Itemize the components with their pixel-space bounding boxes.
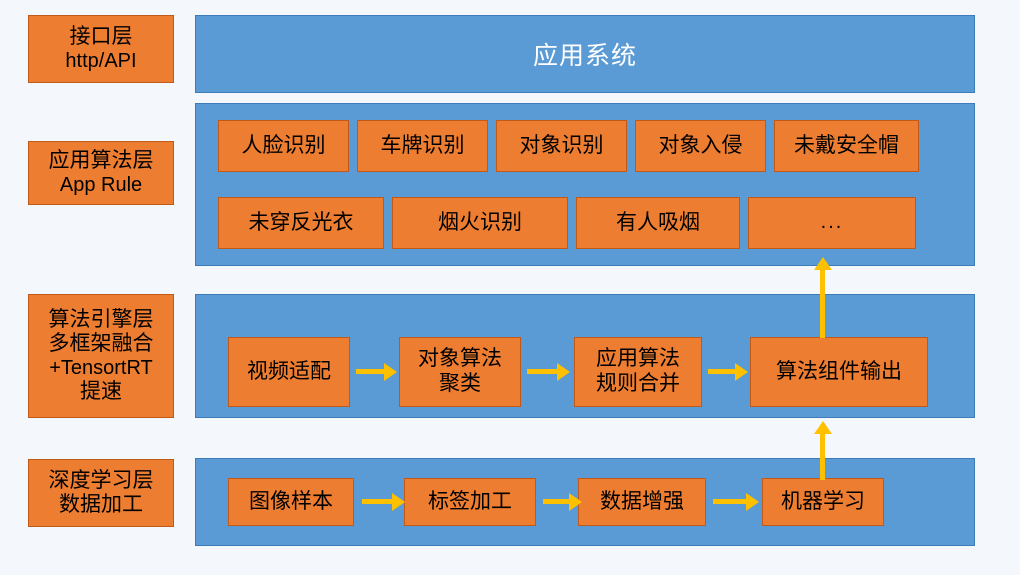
- rule-box-plate-recognition[interactable]: 车牌识别: [357, 120, 488, 172]
- rule-box-no-reflective-vest-label: 未穿反光衣: [248, 210, 354, 234]
- layer-label-app-rule-line2: App Rule: [59, 173, 143, 196]
- arrow-deep-3-shaft: [713, 499, 748, 504]
- deep-box-image-samples[interactable]: 图像样本: [228, 478, 354, 526]
- arrow-engine-3-head: [735, 363, 748, 381]
- engine-box-object-algorithm-clustering[interactable]: 对象算法 聚类: [399, 337, 521, 407]
- layer-label-engine: 算法引擎层 多框架融合 +TensortRT 提速: [28, 294, 174, 418]
- layer-label-deep-learning-line1: 深度学习层: [48, 468, 154, 492]
- rule-box-object-intrusion-label: 对象入侵: [658, 133, 743, 157]
- arrow-engine-2-head: [557, 363, 570, 381]
- arrow-output-to-app-rule-shaft: [820, 268, 825, 338]
- rule-box-no-helmet-label: 未戴安全帽: [794, 133, 899, 157]
- deep-box-label-processing[interactable]: 标签加工: [404, 478, 536, 526]
- layer-label-app-rule-line1: 应用算法层: [48, 149, 154, 173]
- rule-box-more-ellipsis-label: ...: [820, 211, 844, 234]
- rule-box-no-reflective-vest[interactable]: 未穿反光衣: [218, 197, 384, 249]
- layer-label-engine-line2: 多框架融合: [48, 332, 154, 356]
- layer-label-engine-line1: 算法引擎层: [48, 307, 154, 331]
- rule-box-smoke-fire-detection-label: 烟火识别: [438, 210, 522, 234]
- arrow-engine-2-shaft: [527, 369, 559, 374]
- rule-box-face-recognition[interactable]: 人脸识别: [218, 120, 349, 172]
- rule-box-object-recognition[interactable]: 对象识别: [496, 120, 627, 172]
- deep-box-data-augmentation[interactable]: 数据增强: [578, 478, 706, 526]
- arrow-ml-to-engine-head: [814, 421, 832, 434]
- rule-box-smoking-detection[interactable]: 有人吸烟: [576, 197, 740, 249]
- engine-box-app-algorithm-rule-merge[interactable]: 应用算法 规则合并: [574, 337, 702, 407]
- band-application-system: 应用系统: [195, 15, 975, 93]
- engine-box-algorithm-component-output-line1: 算法组件输出: [776, 359, 902, 383]
- arrow-ml-to-engine-shaft: [820, 432, 825, 480]
- deep-box-machine-learning[interactable]: 机器学习: [762, 478, 884, 526]
- engine-box-app-algorithm-rule-merge-line1: 应用算法: [596, 347, 680, 371]
- arrow-deep-2-head: [569, 493, 582, 511]
- layer-label-interface-line2: http/API: [65, 49, 137, 72]
- arrow-output-to-app-rule-head: [814, 257, 832, 270]
- arrow-engine-1-head: [384, 363, 397, 381]
- arrow-deep-2-shaft: [543, 499, 571, 504]
- arrow-engine-3-shaft: [708, 369, 737, 374]
- arrow-deep-1-head: [392, 493, 405, 511]
- rule-box-no-helmet[interactable]: 未戴安全帽: [774, 120, 919, 172]
- rule-box-smoke-fire-detection[interactable]: 烟火识别: [392, 197, 568, 249]
- arrow-deep-1-shaft: [362, 499, 394, 504]
- deep-box-machine-learning-label: 机器学习: [781, 489, 865, 513]
- arrow-engine-1-shaft: [356, 369, 386, 374]
- engine-box-object-algorithm-clustering-line1: 对象算法: [418, 347, 502, 371]
- rule-box-more-ellipsis[interactable]: ...: [748, 197, 916, 249]
- layer-label-app-rule: 应用算法层 App Rule: [28, 141, 174, 205]
- engine-box-video-adaptation-line1: 视频适配: [247, 359, 331, 383]
- layer-label-interface-line1: 接口层: [69, 25, 133, 49]
- deep-box-label-processing-label: 标签加工: [428, 489, 512, 513]
- engine-box-algorithm-component-output[interactable]: 算法组件输出: [750, 337, 928, 407]
- band-application-system-title: 应用系统: [532, 42, 637, 70]
- deep-box-data-augmentation-label: 数据增强: [600, 489, 684, 513]
- rule-box-smoking-detection-label: 有人吸烟: [616, 210, 700, 234]
- arrow-deep-3-head: [746, 493, 759, 511]
- engine-box-app-algorithm-rule-merge-line2: 规则合并: [596, 372, 680, 395]
- layer-label-deep-learning: 深度学习层 数据加工: [28, 459, 174, 527]
- layer-label-engine-line4: 提速: [80, 379, 122, 403]
- layer-label-engine-line3: +TensortRT: [49, 356, 153, 379]
- layer-label-interface: 接口层 http/API: [28, 15, 174, 83]
- engine-box-object-algorithm-clustering-line2: 聚类: [439, 372, 481, 395]
- rule-box-object-intrusion[interactable]: 对象入侵: [635, 120, 766, 172]
- engine-box-video-adaptation[interactable]: 视频适配: [228, 337, 350, 407]
- rule-box-face-recognition-label: 人脸识别: [241, 133, 326, 157]
- layer-label-deep-learning-line2: 数据加工: [59, 493, 143, 516]
- deep-box-image-samples-label: 图像样本: [249, 489, 333, 513]
- rule-box-object-recognition-label: 对象识别: [519, 133, 604, 157]
- rule-box-plate-recognition-label: 车牌识别: [380, 133, 465, 157]
